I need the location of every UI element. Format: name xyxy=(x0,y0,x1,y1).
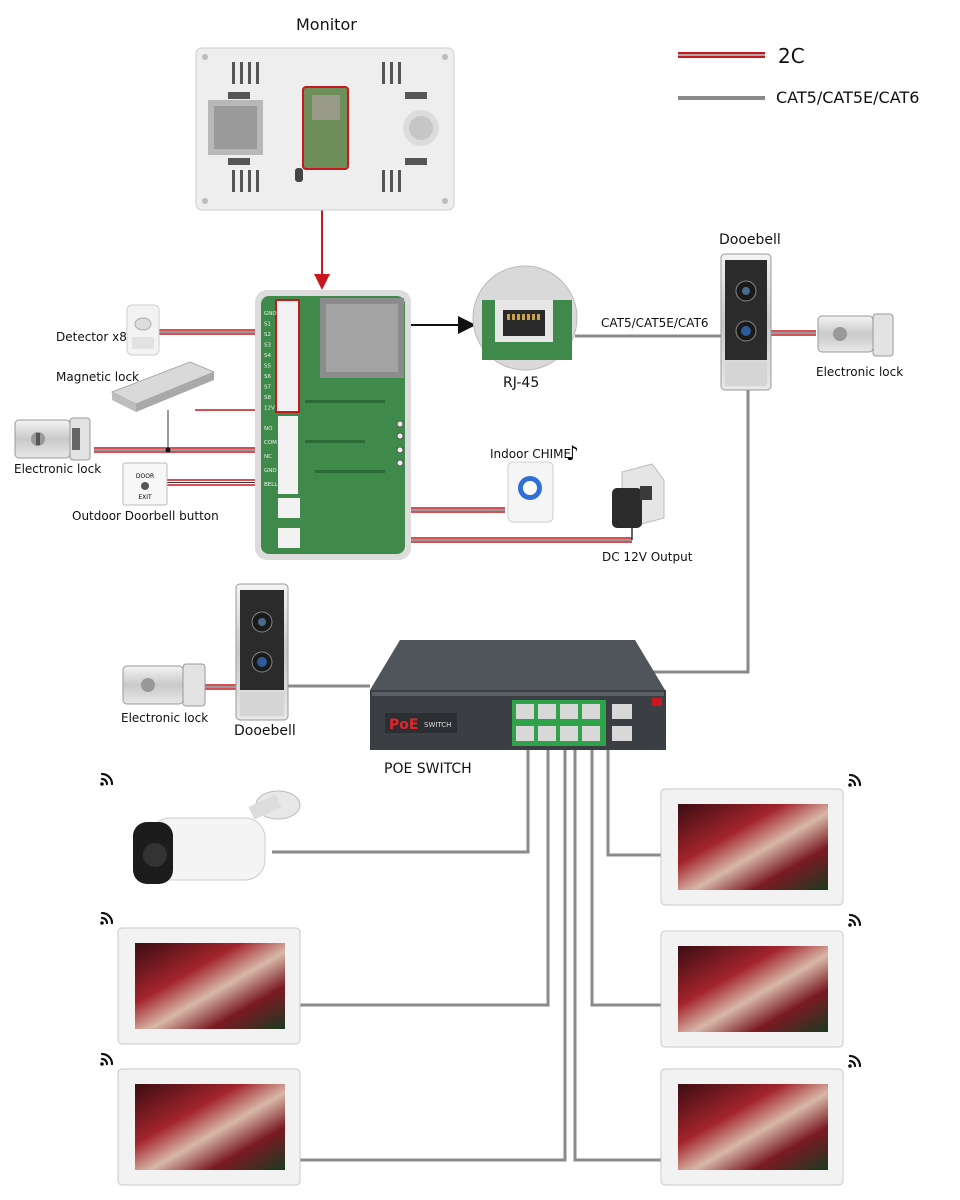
sensor-terminal-block xyxy=(275,299,300,413)
music-note-icon: ♪ xyxy=(566,441,579,465)
electronic-lock-bottom-device xyxy=(122,663,206,707)
wifi-icon xyxy=(100,1052,114,1066)
board-pin-label: S4 xyxy=(264,353,271,359)
board-pin-label: GND xyxy=(264,468,277,474)
doorbell-bottom-device xyxy=(235,583,289,721)
monitor-label: Monitor xyxy=(296,15,357,34)
wifi-icon xyxy=(100,772,114,786)
monitor-back xyxy=(195,47,455,211)
wifi-icon xyxy=(848,913,862,927)
doorbell-top-device xyxy=(720,253,772,391)
electronic-lock-left-device xyxy=(14,417,91,461)
indoor-chime-label: Indoor CHIME xyxy=(490,447,572,461)
board-pin-label: S1 xyxy=(264,322,271,328)
indoor-monitors xyxy=(117,788,844,1186)
board-pin-label: S6 xyxy=(264,374,271,380)
wifi-icon xyxy=(848,773,862,787)
exit-button-bottom-text: EXIT xyxy=(138,494,152,501)
doorbell-bottom-label: Dooebell xyxy=(234,723,296,739)
board-pin-label: S5 xyxy=(264,364,271,370)
power-adapter-device xyxy=(612,463,665,528)
rj45-zoom xyxy=(472,265,578,371)
board-pin-label: S3 xyxy=(264,343,271,349)
wifi-icon xyxy=(848,1054,862,1068)
poe-switch-label: POE SWITCH xyxy=(384,761,472,777)
board-pin-label: COM xyxy=(264,440,277,446)
board-pin-label: NO xyxy=(264,426,273,432)
indoor-chime-device xyxy=(507,461,554,523)
board-pin-label: S7 xyxy=(264,385,271,391)
detector-label: Detector x8 xyxy=(56,330,127,344)
legend-2c-label: 2C xyxy=(778,44,805,68)
electronic-lock-left-label: Electronic lock xyxy=(14,462,102,476)
lock-terminal-block xyxy=(278,416,298,494)
board-pin-label: S2 xyxy=(264,332,271,338)
indoor-monitor xyxy=(660,788,844,906)
doorbell-top-label: Dooebell xyxy=(719,232,781,248)
board-pin-label: S8 xyxy=(264,395,271,401)
magnetic-lock-label: Magnetic lock xyxy=(56,370,139,384)
exit-button-top-text: DOOR xyxy=(136,473,154,480)
poe-brand-text: PoE xyxy=(389,717,418,733)
legend-cat-label: CAT5/CAT5E/CAT6 xyxy=(776,88,920,107)
poe-ports xyxy=(512,698,662,746)
electronic-lock-bottom-label: Electronic lock xyxy=(121,711,209,725)
cable-label: CAT5/CAT5E/CAT6 xyxy=(601,316,709,330)
board-pin-label: 12V xyxy=(264,406,275,412)
magnetic-lock-device xyxy=(110,361,216,412)
board-pin-label: NC xyxy=(264,454,272,460)
outdoor-button-label: Outdoor Doorbell button xyxy=(72,509,219,523)
rj45-label: RJ-45 xyxy=(503,375,540,391)
ip-camera-device xyxy=(133,790,301,884)
poe-switch-device: PoE SWITCH xyxy=(370,640,666,750)
indoor-monitor xyxy=(660,1068,844,1186)
outdoor-button-device: DOOR EXIT xyxy=(122,462,168,506)
indoor-monitor xyxy=(660,930,844,1048)
poe-switch-word: SWITCH xyxy=(424,721,451,729)
electronic-lock-right-device xyxy=(817,313,894,357)
dc-output-label: DC 12V Output xyxy=(602,550,693,564)
indoor-monitor xyxy=(117,927,301,1045)
electronic-lock-right-label: Electronic lock xyxy=(816,365,904,379)
board-pin-label: BELL xyxy=(264,482,278,488)
indoor-monitor xyxy=(117,1068,301,1186)
wifi-icon xyxy=(100,911,114,925)
detector-device xyxy=(126,304,160,356)
control-board xyxy=(255,290,411,560)
board-pin-label: GND xyxy=(264,311,277,317)
legend xyxy=(678,52,765,100)
legend-2c-swatch xyxy=(678,52,765,58)
